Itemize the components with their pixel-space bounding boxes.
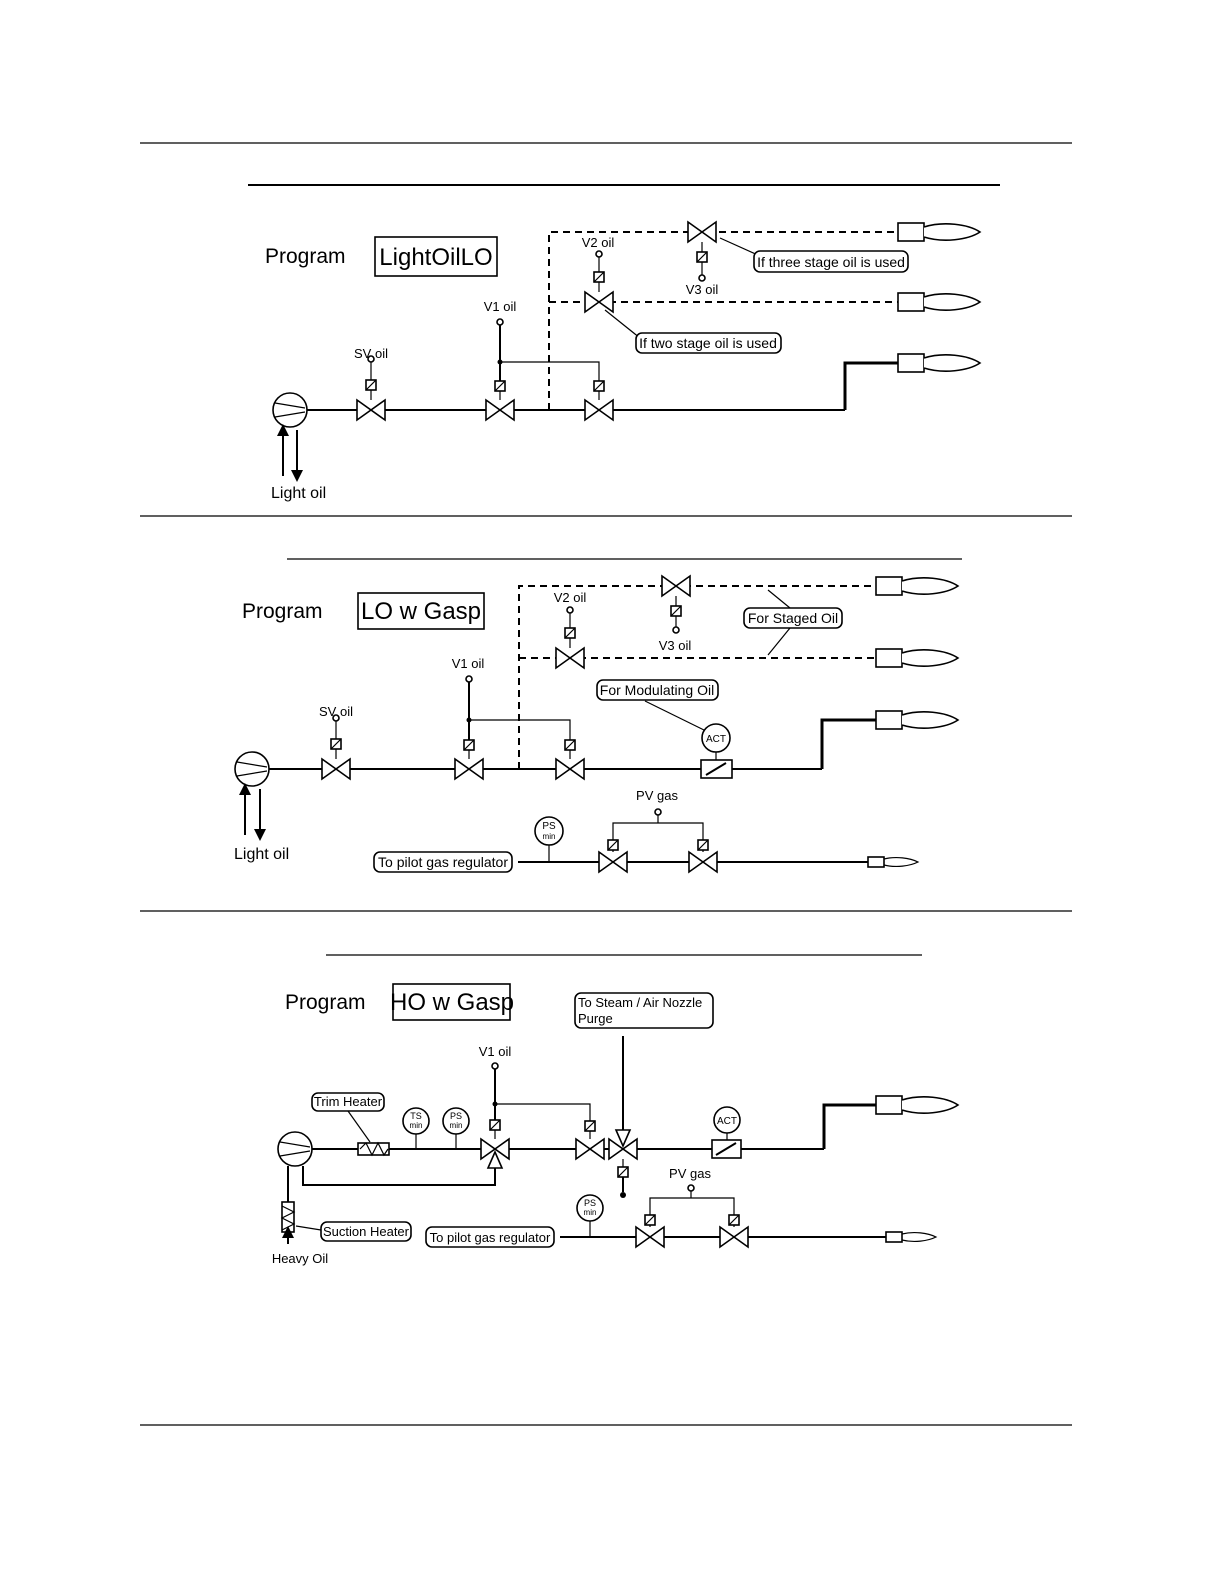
v1b-oil-valve-icon xyxy=(584,399,614,421)
svg-text:PS: PS xyxy=(584,1198,596,1208)
pilot-burner-icon xyxy=(885,1231,937,1243)
svg-text:PS: PS xyxy=(450,1111,462,1121)
v2-oil-label: V2 oil xyxy=(554,590,587,605)
svg-text:For Modulating Oil: For Modulating Oil xyxy=(600,682,714,698)
svg-text:If three stage oil is used: If three stage oil is used xyxy=(757,254,905,270)
modulating-oil-callout xyxy=(596,679,719,701)
svg-text:ACT: ACT xyxy=(717,1116,737,1127)
program-label: Program xyxy=(242,600,323,623)
main-burner-icon xyxy=(875,710,959,730)
svg-text:min: min xyxy=(410,1121,423,1130)
fuel-label: Heavy Oil xyxy=(272,1251,328,1266)
ts-min-switch-icon xyxy=(402,1107,430,1135)
v1-oil-label: V1 oil xyxy=(452,656,485,671)
three-stage-callout xyxy=(753,250,909,273)
pump-icon xyxy=(277,1131,313,1167)
pv-gas-label: PV gas xyxy=(669,1166,711,1181)
program-label: Program xyxy=(285,991,366,1014)
actuator-icon xyxy=(701,723,731,753)
svg-text:PS: PS xyxy=(542,821,556,832)
steam-purge-callout xyxy=(574,992,714,1029)
panel-ho-w-gasp: Program HO w Gasp Heavy Oil Suction Heat… xyxy=(272,983,959,1266)
v3-oil-valve-icon xyxy=(661,575,691,597)
svg-text:For Staged Oil: For Staged Oil xyxy=(748,610,838,626)
fuel-label: Light oil xyxy=(271,485,326,502)
ps-min-switch-icon xyxy=(576,1194,604,1222)
v2-oil-valve-icon xyxy=(555,647,585,669)
v1-oil-label: V1 oil xyxy=(479,1044,512,1059)
pilot-gas-callout xyxy=(373,851,513,873)
panel-lightoillo: Program LightOilLO Light oil SV oil V1 o… xyxy=(265,221,981,502)
v1-oil-valve-icon xyxy=(454,758,484,780)
pv-gas-valve-2-icon xyxy=(688,851,718,873)
v1b-oil-valve-icon xyxy=(575,1138,605,1160)
stage3-line xyxy=(548,231,898,410)
svg-text:Purge: Purge xyxy=(578,1011,613,1026)
pilot-gas-callout xyxy=(425,1226,555,1248)
pump-icon xyxy=(234,751,270,787)
program-name: LightOilLO xyxy=(379,244,492,271)
v1-oil-valve-icon xyxy=(485,399,515,421)
program-name: HO w Gasp xyxy=(390,989,514,1016)
page-rules xyxy=(140,142,1072,1426)
program-label: Program xyxy=(265,245,346,268)
svg-text:ACT: ACT xyxy=(706,734,726,745)
trim-heater-icon xyxy=(357,1142,390,1156)
svg-text:min: min xyxy=(584,1208,597,1217)
svg-text:To Steam / Air Nozzle: To Steam / Air Nozzle xyxy=(578,995,702,1010)
main-burner-icon xyxy=(897,353,981,373)
svg-text:Suction Heater: Suction Heater xyxy=(323,1224,410,1239)
v3-oil-label: V3 oil xyxy=(686,282,719,297)
program-name-box xyxy=(374,236,498,277)
panel-lo-w-gasp: Program LO w Gasp Light oil SV oil V1 oi… xyxy=(234,575,959,873)
staged-oil-callout xyxy=(743,607,843,629)
main-burner-line xyxy=(843,361,898,410)
program-name-box xyxy=(357,592,485,630)
svg-text:TS: TS xyxy=(410,1111,422,1121)
stage3-burner-icon xyxy=(875,576,959,596)
suction-heater-callout xyxy=(320,1221,412,1242)
v1-oil-label: V1 oil xyxy=(484,299,517,314)
program-name: LO w Gasp xyxy=(361,598,481,625)
stage3-burner-icon xyxy=(897,222,981,242)
sv-oil-label: SV oil xyxy=(354,346,388,361)
pv-gas-valve-2-icon xyxy=(719,1226,749,1248)
pv-gas-label: PV gas xyxy=(636,788,678,803)
two-stage-callout xyxy=(635,332,782,354)
stage2-burner-icon xyxy=(897,292,981,312)
pv-gas-valve-1-icon xyxy=(598,851,628,873)
v2-oil-valve-icon xyxy=(584,291,614,313)
sv-oil-actuator-icon xyxy=(365,355,377,401)
sv-oil-valve-icon xyxy=(356,399,386,421)
pump-icon xyxy=(272,392,308,428)
ps-min-switch-icon xyxy=(534,816,564,846)
svg-text:min: min xyxy=(543,832,556,841)
program-name-box xyxy=(392,983,511,1021)
svg-text:min: min xyxy=(450,1121,463,1130)
v2-oil-label: V2 oil xyxy=(582,235,615,250)
svg-text:Trim Heater: Trim Heater xyxy=(314,1094,383,1109)
sv-oil-valve-icon xyxy=(321,758,351,780)
v3-oil-valve-icon xyxy=(687,221,717,243)
fuel-label: Light oil xyxy=(234,846,289,863)
sv-oil-label: SV oil xyxy=(319,704,353,719)
stage2-burner-icon xyxy=(875,648,959,668)
v3-oil-label: V3 oil xyxy=(659,638,692,653)
v1b-oil-valve-icon xyxy=(555,758,585,780)
svg-text:If two stage oil is used: If two stage oil is used xyxy=(639,335,777,351)
pilot-burner-icon xyxy=(867,856,919,868)
svg-text:To pilot gas regulator: To pilot gas regulator xyxy=(378,854,508,870)
actuator-icon xyxy=(713,1106,741,1134)
svg-text:To pilot gas regulator: To pilot gas regulator xyxy=(430,1230,551,1245)
ps-min-switch-icon xyxy=(442,1107,470,1135)
pv-gas-valve-1-icon xyxy=(635,1226,665,1248)
main-burner-icon xyxy=(875,1095,959,1115)
